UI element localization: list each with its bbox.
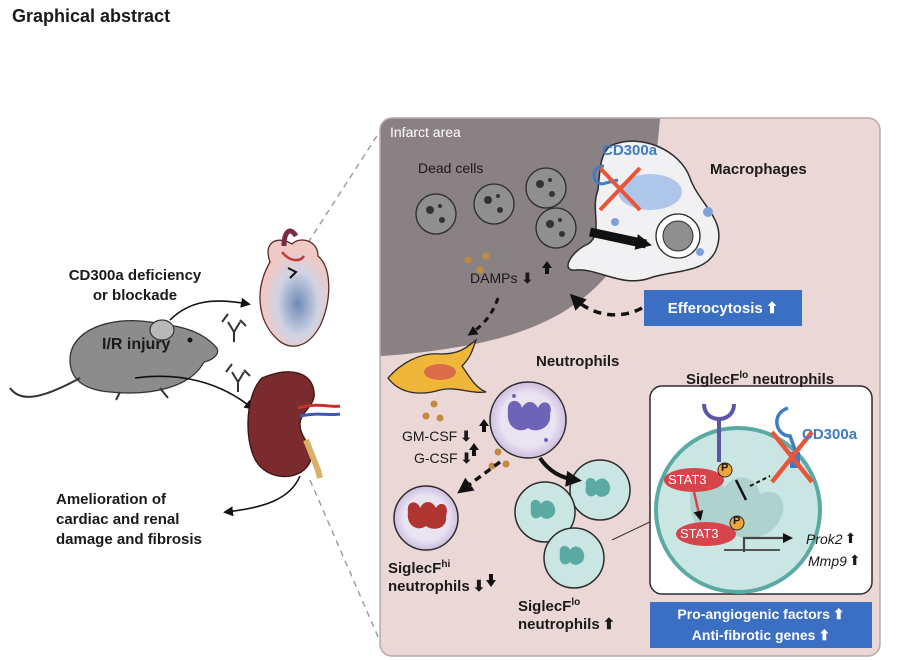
down-arrow-icon: ⬇	[472, 578, 486, 595]
siglecf-lo-sup: lo	[571, 597, 581, 608]
kidney-illustration	[247, 371, 341, 479]
outcome-line-3: damage and fibrosis	[56, 531, 202, 548]
stat3-oval-a	[664, 468, 724, 492]
gmcsf-label: GM-CSF ⬇	[402, 428, 472, 445]
up-arrow-icon: ⬆	[832, 606, 845, 622]
anti-fibrotic-text: Anti-fibrotic genes	[691, 627, 816, 643]
antibody-icons	[221, 313, 251, 392]
arrow-to-outcome	[223, 475, 301, 517]
damp-dots	[464, 252, 490, 274]
efferocytosis-text: Efferocytosis	[667, 299, 763, 317]
up-arrow-icon: ⬆	[765, 300, 779, 317]
siglecf-hi-sup: hi	[441, 559, 451, 570]
phospho-label-b: P	[733, 515, 741, 527]
stat3-label-b: STAT3	[680, 526, 719, 541]
phospho-icon-a	[717, 462, 733, 478]
stat3-label-a: STAT3	[668, 472, 707, 487]
neutrophils-siglecf-lo	[514, 459, 631, 589]
arrow-to-kidney	[134, 375, 255, 410]
inset-title-main: SiglecF	[686, 371, 740, 388]
arrow-to-heart	[169, 297, 251, 321]
cd300a-receptor-top	[592, 164, 619, 186]
up-arrow-icon: ⬆	[844, 530, 857, 546]
cytokine-dots	[422, 400, 510, 470]
up-arrow-icon: ⬆	[602, 616, 616, 633]
efferocytosis-feedback-arrow	[569, 293, 643, 317]
outcome-line-2: cardiac and renal	[56, 511, 180, 528]
cause-line-2: or blockade	[92, 287, 178, 304]
infarct-area	[380, 118, 660, 356]
damps-label: DAMPs ⬇	[470, 270, 533, 287]
stat3-oval-b	[676, 522, 736, 546]
inset-title: SiglecFlo neutrophils	[686, 366, 834, 390]
outcome-label: Amelioration of cardiac and renal damage…	[56, 490, 256, 550]
gcsf-label: G-CSF ⬇	[414, 450, 472, 467]
down-arrow-icon: ⬇	[521, 270, 534, 286]
fibroblast-nucleus	[424, 364, 456, 380]
up-arrow-icon: ⬆	[818, 627, 831, 643]
prok2-text: Prok2	[806, 530, 843, 547]
pro-angiogenic-text: Pro-angiogenic factors	[677, 606, 830, 622]
down-arrow-icon: ⬇	[460, 450, 473, 466]
phospho-label-a: P	[721, 462, 729, 474]
gmcsf-text: GM-CSF	[402, 428, 458, 444]
siglecf-hi-sub: neutrophils	[388, 578, 470, 595]
gcsf-text: G-CSF	[414, 450, 458, 466]
arrow-to-siglecf-hi	[457, 460, 502, 494]
arrow-to-siglecf-lo	[538, 456, 582, 487]
siglecf-receptor	[702, 403, 736, 421]
phospho-icon-b	[729, 515, 745, 531]
cd300a-label-top: CD300a	[602, 142, 658, 159]
siglecf-hi-main: SiglecF	[388, 560, 442, 577]
zoom-line-top	[301, 127, 383, 253]
infarct-area-label: Infarct area	[390, 124, 461, 140]
inset-title-rest: neutrophils	[748, 371, 835, 388]
mouse-label: I/R injury	[102, 336, 171, 353]
dead-cell-spots	[426, 178, 565, 237]
transcription-arrow	[742, 533, 793, 552]
mmp9-label: Mmp9⬆	[808, 552, 861, 569]
mmp9-text: Mmp9	[808, 552, 847, 569]
up-arrow-icon: ⬆	[848, 552, 861, 568]
siglecf-lo-main: SiglecF	[518, 598, 572, 615]
cd300a-receptor-inset	[775, 406, 798, 453]
cause-line-1: CD300a deficiency	[68, 267, 202, 284]
zoom-line-bottom	[309, 479, 383, 647]
macrophages-label: Macrophages	[710, 161, 807, 178]
cd300a-label-inset: CD300a	[802, 426, 858, 443]
damps-arrow	[467, 297, 500, 336]
siglecf-lo-sub: neutrophils	[518, 616, 600, 633]
damps-text: DAMPs	[470, 270, 518, 286]
cause-label: CD300a deficiency or blockade	[40, 266, 230, 306]
siglecf-lo-label: SiglecFlo neutrophils⬆	[518, 594, 615, 634]
inset-pointer	[611, 519, 655, 541]
neutrophil-hi-nucleus	[407, 502, 447, 529]
dead-cells-label: Dead cells	[418, 160, 484, 176]
neutrophils-label: Neutrophils	[536, 353, 620, 370]
down-arrow-icon: ⬇	[460, 428, 472, 444]
siglecf-hi-label: SiglecFhi neutrophils⬇	[388, 556, 485, 596]
inset-title-sup: lo	[739, 370, 749, 381]
page-title: Graphical abstract	[12, 6, 171, 26]
prok2-label: Prok2⬆	[806, 530, 856, 547]
neutrophil-main-nucleus	[507, 400, 551, 431]
mouse-illustration	[9, 319, 219, 401]
cross-icon-inset	[770, 430, 814, 484]
outcome-line-1: Amelioration of	[56, 491, 167, 508]
up-arrows	[469, 261, 552, 587]
heart-illustration	[259, 228, 330, 347]
result-box: Pro-angiogenic factors⬆ Anti-fibrotic ge…	[650, 602, 872, 648]
dead-cells	[415, 167, 577, 249]
engulf-arrow	[589, 227, 652, 250]
efferocytosis-box: Efferocytosis ⬆	[644, 290, 802, 326]
cross-icon-top	[598, 166, 642, 212]
